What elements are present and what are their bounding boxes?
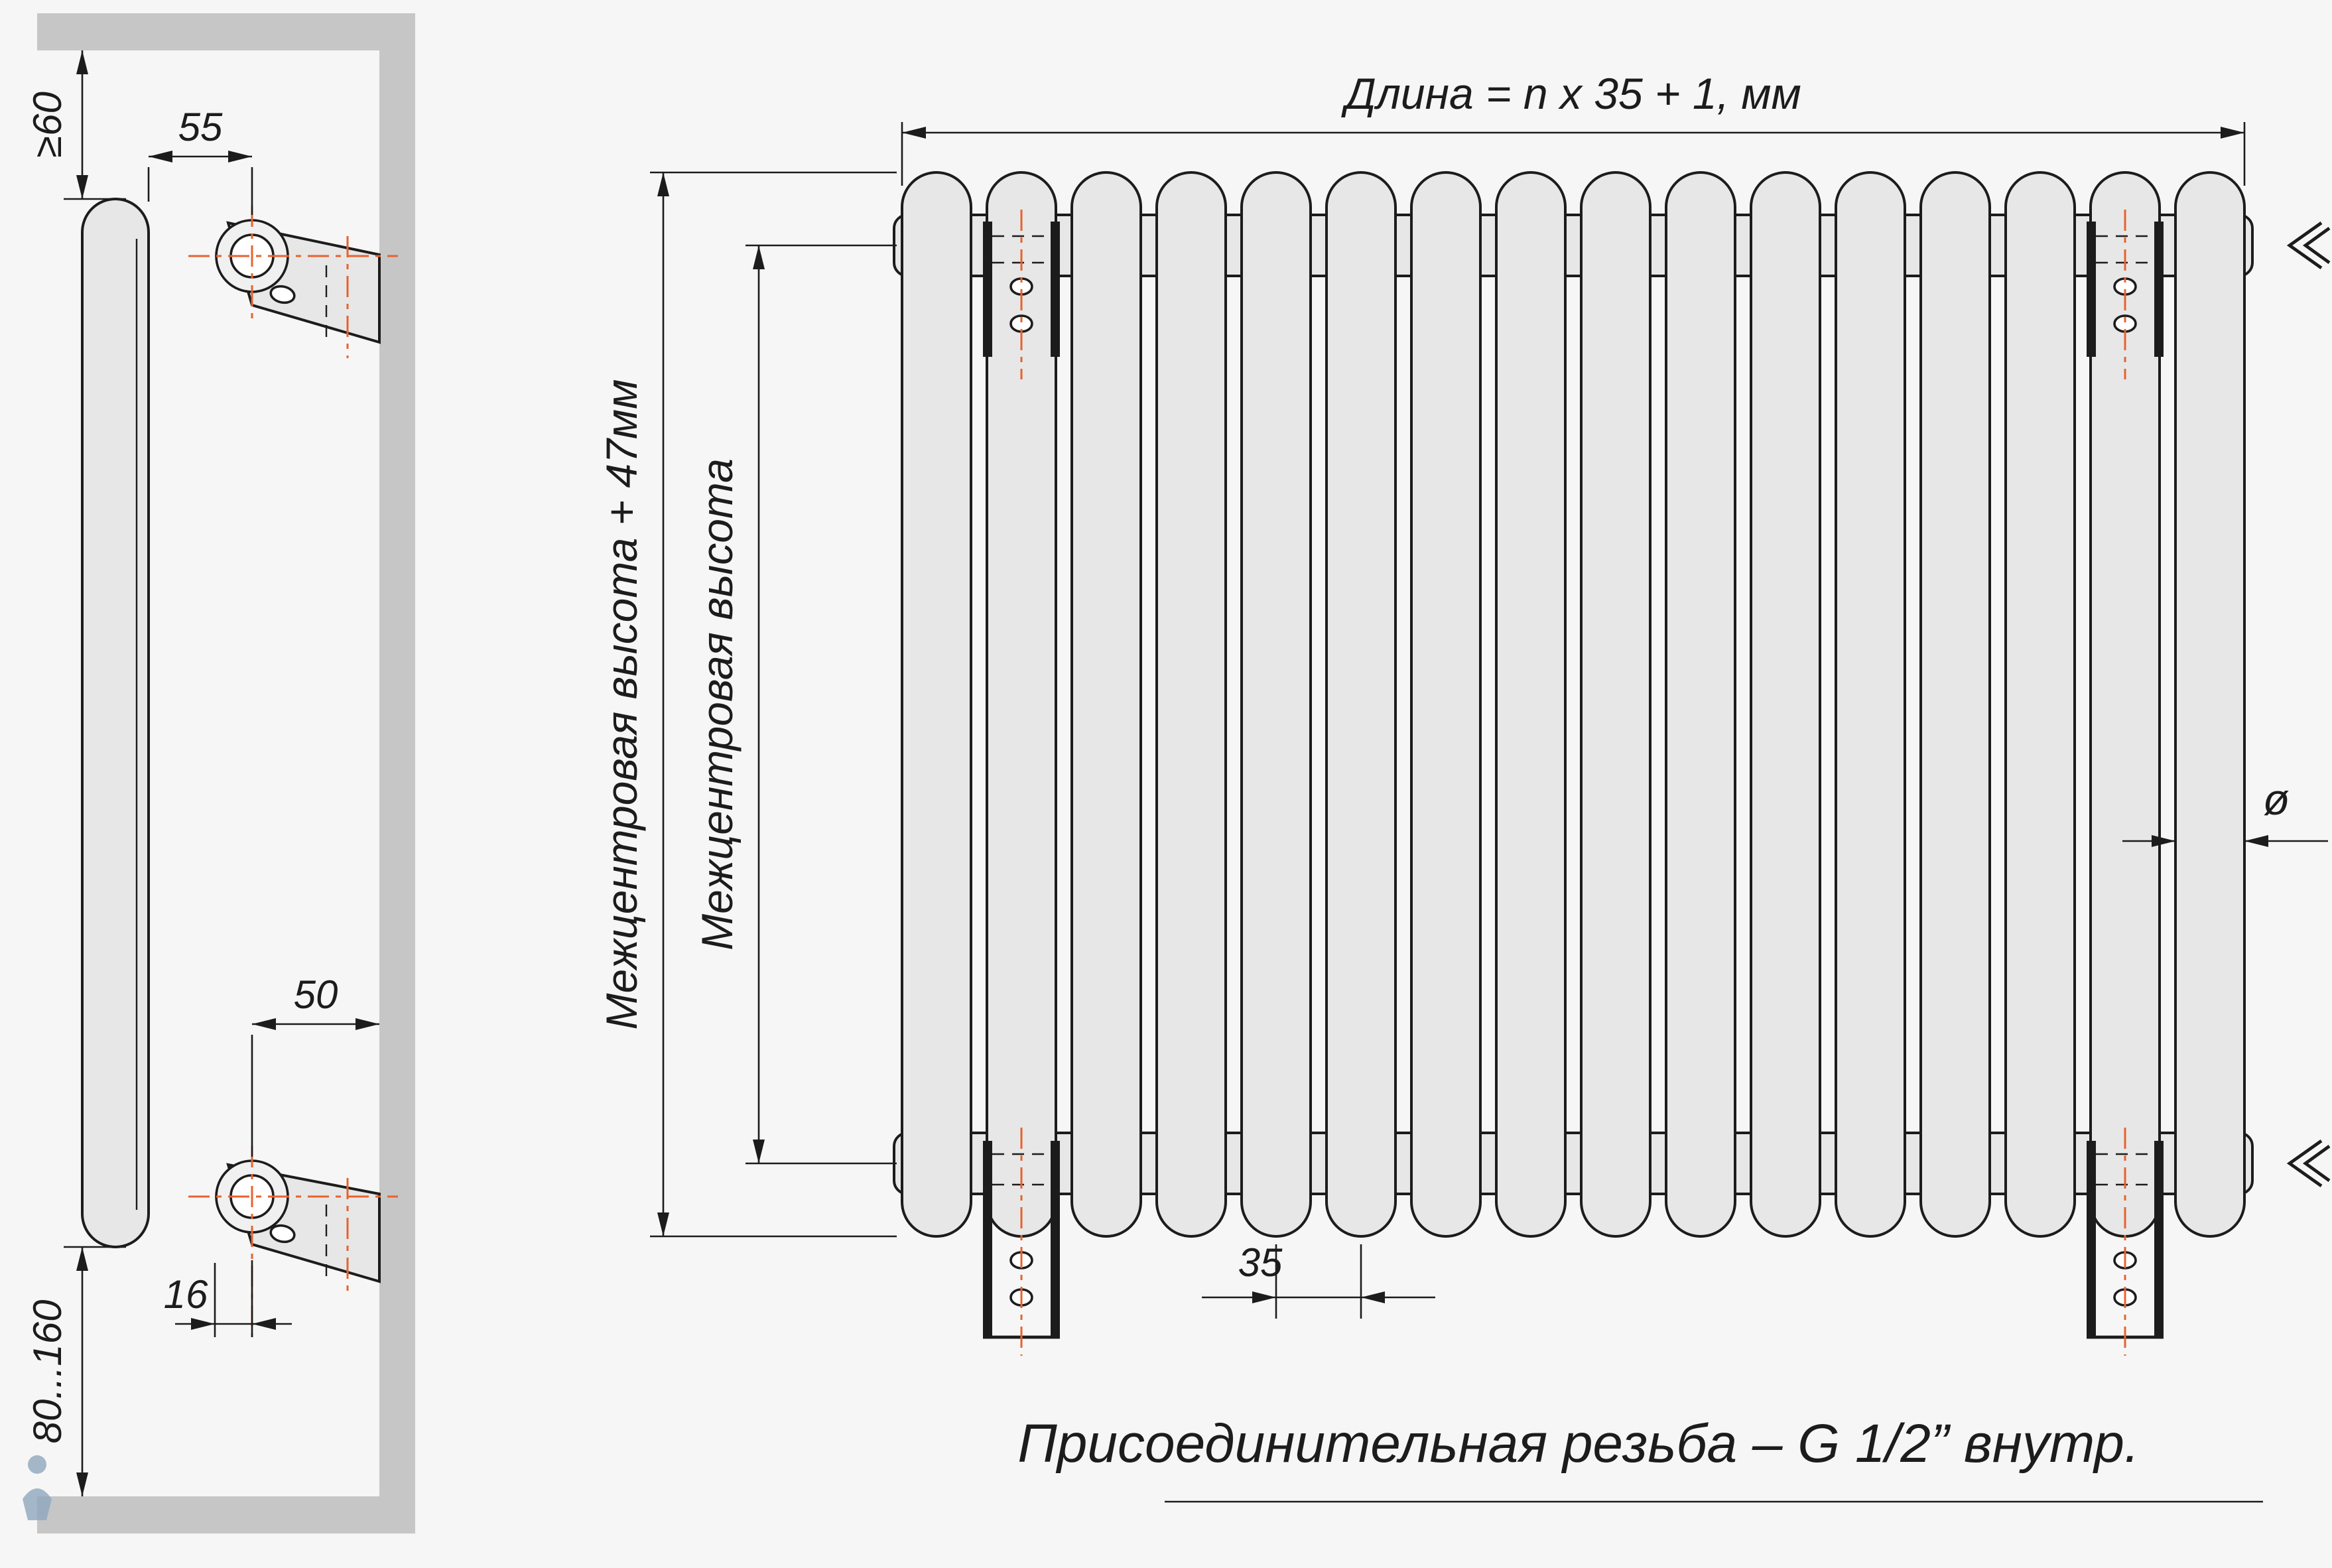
radiator-tube	[1410, 171, 1482, 1238]
radiator-tube	[1665, 171, 1736, 1238]
dim-80-160-label: 80...160	[25, 1300, 70, 1444]
bottom-bracket-front-left	[983, 1128, 1060, 1356]
dim-floor-clearance: 80...160	[25, 1246, 126, 1496]
radiator-tube	[2004, 171, 2076, 1238]
radiator-tube	[1240, 171, 1312, 1238]
radiator-tube	[1495, 171, 1567, 1238]
dim-length: Длина = n x 35 + 1, мм	[901, 69, 2246, 186]
radiator-tube	[1155, 171, 1227, 1238]
dim-35-label: 35	[1238, 1240, 1283, 1285]
radiator-column-side	[81, 198, 150, 1248]
radiator-tubes	[901, 171, 2246, 1238]
radiator-tube	[901, 171, 972, 1238]
radiator-tube	[2174, 171, 2246, 1238]
connection-mark-top	[2286, 222, 2331, 269]
radiator-tube	[1835, 171, 1906, 1238]
bracket-hole	[269, 285, 296, 304]
radiator-tube	[1580, 171, 1652, 1238]
floor-slab	[37, 1496, 415, 1534]
wall-slab	[379, 13, 415, 1534]
radiator-tube	[1070, 171, 1142, 1238]
dim-height-inner: Межцентровая высота	[692, 244, 897, 1165]
dim-tube-pitch: 35	[1202, 1240, 1435, 1319]
dim-top-clearance: ≥60	[25, 50, 126, 200]
watermark-icon	[23, 1455, 52, 1520]
dim-height-inner-label: Межцентровая высота	[692, 458, 742, 950]
dim-ge60-label: ≥60	[25, 92, 70, 158]
dim-length-label: Длина = n x 35 + 1, мм	[1340, 69, 1801, 118]
dim-bracket-top-offset: 55	[147, 105, 253, 215]
dim-bracket-bottom-offset: 50	[251, 972, 379, 1157]
ceiling-slab	[37, 13, 415, 50]
dim-50-label: 50	[294, 972, 338, 1017]
top-bracket-front-left	[983, 210, 1060, 379]
front-view: Длина = n x 35 + 1, мм Межцентровая высо…	[597, 69, 2331, 1356]
top-bracket-side	[188, 206, 398, 358]
dim-height-outer: Межцентровая высота + 47мм	[597, 171, 897, 1238]
wall-section	[37, 13, 415, 1534]
connection-note-label: Присоединительная резьба – G 1/2” внутр.	[1017, 1413, 2139, 1474]
connection-note: Присоединительная резьба – G 1/2” внутр.	[1017, 1413, 2263, 1503]
radiator-tube	[1325, 171, 1397, 1238]
diameter-symbol-label: ø	[2263, 775, 2290, 824]
side-view: 55 ≥60 50 16 80...160	[25, 13, 415, 1534]
radiator-tube	[1750, 171, 1821, 1238]
dim-pipe-offset: 16	[164, 1260, 292, 1337]
dim-diameter: ø	[2122, 775, 2328, 847]
connection-mark-bottom	[2286, 1140, 2331, 1187]
dim-height-outer-label: Межцентровая высота + 47мм	[597, 379, 646, 1030]
bracket-hole	[269, 1224, 296, 1244]
bottom-bracket-side	[188, 1146, 398, 1337]
dim-16-label: 16	[164, 1272, 208, 1317]
dim-55-label: 55	[178, 105, 223, 149]
radiator-tube	[1919, 171, 1991, 1238]
